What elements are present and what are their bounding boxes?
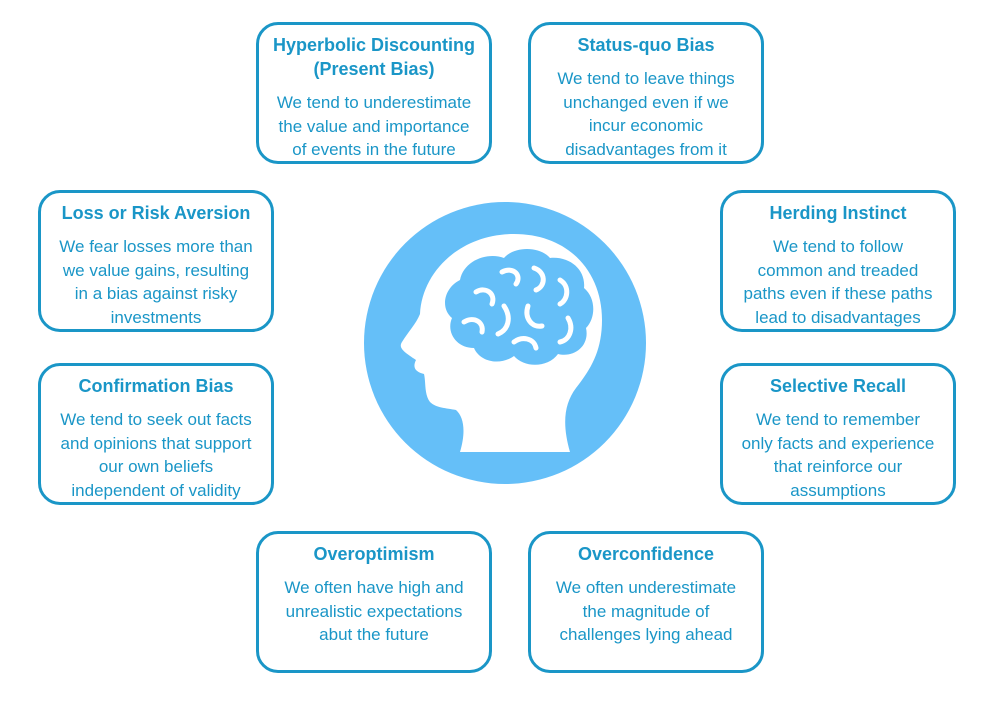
bias-card-overconfidence: Overconfidence We often underestimate th… bbox=[528, 531, 764, 673]
bias-card-hyperbolic-discounting: Hyperbolic Discounting (Present Bias) We… bbox=[256, 22, 492, 164]
bias-title: Hyperbolic Discounting (Present Bias) bbox=[272, 35, 476, 79]
brain bbox=[445, 249, 594, 365]
bias-description: We tend to leave things unchanged even i… bbox=[557, 69, 735, 159]
bias-description: We tend to follow common and treaded pat… bbox=[743, 237, 933, 327]
bias-description: We often have high and unrealistic expec… bbox=[284, 578, 464, 644]
bias-title: Overoptimism bbox=[313, 544, 435, 564]
bias-card-loss-aversion: Loss or Risk Aversion We fear losses mor… bbox=[38, 190, 274, 332]
bias-description: We fear losses more than we value gains,… bbox=[59, 237, 253, 327]
head-with-brain-icon bbox=[364, 202, 646, 484]
bias-title: Overconfidence bbox=[577, 544, 715, 564]
bias-title: Status-quo Bias bbox=[577, 35, 715, 55]
bias-card-overoptimism: Overoptimism We often have high and unre… bbox=[256, 531, 492, 673]
bias-title: Herding Instinct bbox=[769, 203, 907, 223]
bias-title: Confirmation Bias bbox=[78, 376, 234, 396]
bias-title: Loss or Risk Aversion bbox=[61, 203, 251, 223]
bias-description: We tend to remember only facts and exper… bbox=[741, 410, 935, 500]
bias-card-herding-instinct: Herding Instinct We tend to follow commo… bbox=[720, 190, 956, 332]
bias-card-status-quo: Status-quo Bias We tend to leave things … bbox=[528, 22, 764, 164]
bias-description: We tend to seek out facts and opinions t… bbox=[60, 410, 252, 500]
bias-title: Selective Recall bbox=[769, 376, 907, 396]
brain-folds bbox=[461, 265, 574, 351]
bias-card-selective-recall: Selective Recall We tend to remember onl… bbox=[720, 363, 956, 505]
bias-description: We tend to underestimate the value and i… bbox=[276, 93, 472, 159]
bias-description: We often underestimate the magnitude of … bbox=[555, 578, 737, 644]
bias-card-confirmation-bias: Confirmation Bias We tend to seek out fa… bbox=[38, 363, 274, 505]
